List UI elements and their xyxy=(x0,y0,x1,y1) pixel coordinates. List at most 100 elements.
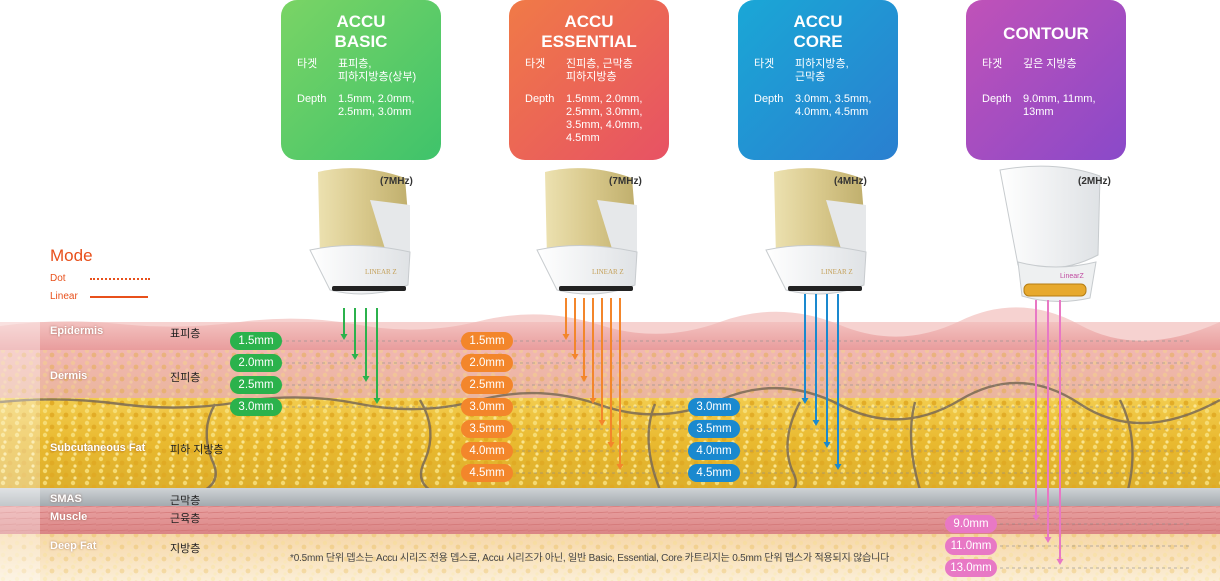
depth-row: Depth 3.0mm, 3.5mm,4.0mm, 4.5mm xyxy=(754,93,895,119)
beam-arrowhead xyxy=(362,376,370,382)
handpiece-logo: LINEAR Z xyxy=(365,268,397,276)
beam-arrowhead xyxy=(562,334,570,340)
beam-arrowhead xyxy=(340,334,348,340)
target-label: 타겟 xyxy=(525,58,546,70)
beam-arrowhead xyxy=(598,420,606,426)
handpiece-body xyxy=(309,244,411,295)
title-line: CORE xyxy=(793,32,843,51)
transducer-tip xyxy=(788,286,862,291)
frequency-label: (4MHz) xyxy=(834,176,867,187)
layer-label-en: Dermis xyxy=(50,370,88,382)
title-line: CONTOUR xyxy=(1003,24,1089,43)
beam-arrowhead xyxy=(823,442,831,448)
handpiece-body xyxy=(765,244,867,295)
layer-label-ko: 근막층 xyxy=(170,495,201,507)
card-title: ACCU CORE xyxy=(738,12,898,52)
handpiece-image: LINEAR Z xyxy=(536,168,638,295)
depth-pill: 1.5mm xyxy=(461,332,513,350)
depth-pill: 13.0mm xyxy=(945,559,997,577)
depth-pill: 4.0mm xyxy=(688,442,740,460)
target-value: 피하지방층(상부) xyxy=(338,71,417,83)
beam-arrowhead xyxy=(616,464,624,470)
mode-title: Mode xyxy=(50,246,93,265)
depth-pill: 3.5mm xyxy=(461,420,513,438)
mode-dot-line xyxy=(90,278,150,280)
layer-label-en: Muscle xyxy=(50,511,88,523)
depth-row: Depth 1.5mm, 2.0mm,2.5mm, 3.0mm,3.5mm, 4… xyxy=(525,93,666,145)
depth-value: 3.5mm, 4.0mm, xyxy=(566,119,643,131)
beam-arrowhead xyxy=(607,442,615,448)
target-row: 타겟 깊은 지방층 xyxy=(982,58,1123,71)
handpiece-image: LinearZ xyxy=(999,165,1101,303)
layer-label-ko: 피하 지방층 xyxy=(170,444,224,456)
depth-label: Depth xyxy=(982,93,1012,105)
title-line: BASIC xyxy=(334,32,388,51)
card-accu-core: ACCU CORE 타겟 피하지방층,근막층 Depth 3.0mm, 3.5m… xyxy=(738,0,898,160)
card-title: ACCU BASIC xyxy=(281,12,441,52)
target-label: 타겟 xyxy=(982,58,1003,70)
beam-arrowhead xyxy=(351,354,359,360)
layer-label-en: SMAS xyxy=(50,493,82,505)
depth-pill: 2.0mm xyxy=(461,354,513,372)
card-accu-basic: ACCU BASIC 타겟 표피층,피하지방층(상부) Depth 1.5mm,… xyxy=(281,0,441,160)
beam-arrowhead xyxy=(1044,537,1052,543)
card-contour: CONTOUR 타겟 깊은 지방층 Depth 9.0mm, 11mm,13mm xyxy=(966,0,1126,160)
depth-value: 9.0mm, 11mm, xyxy=(1023,93,1096,105)
depth-pill: 4.5mm xyxy=(688,464,740,482)
handpiece-logo: LINEAR Z xyxy=(821,268,853,276)
layer-label-ko: 근육층 xyxy=(170,513,201,525)
handpiece-image: LINEAR Z xyxy=(765,168,867,295)
layer-label-en: Epidermis xyxy=(50,325,104,337)
layer-label-ko: 표피층 xyxy=(170,328,201,340)
transducer-tip xyxy=(559,286,633,291)
title-line: ESSENTIAL xyxy=(541,32,637,51)
target-value: 피하지방층, xyxy=(795,58,849,70)
depth-pill: 3.0mm xyxy=(688,398,740,416)
target-row: 타겟 피하지방층,근막층 xyxy=(754,58,895,84)
depth-label: Depth xyxy=(754,93,784,105)
depth-row: Depth 1.5mm, 2.0mm,2.5mm, 3.0mm xyxy=(297,93,438,119)
beam-arrowhead xyxy=(812,420,820,426)
depth-pill: 4.5mm xyxy=(461,464,513,482)
handpiece-body xyxy=(536,244,638,295)
frequency-label: (7MHz) xyxy=(609,176,642,187)
mode-linear-label: Linear xyxy=(50,291,78,302)
card-title: ACCU ESSENTIAL xyxy=(509,12,669,52)
depth-value: 4.5mm xyxy=(566,132,600,144)
transducer-tip xyxy=(1023,283,1087,297)
layer-label-ko: 지방층 xyxy=(170,543,201,555)
mode-dot-label: Dot xyxy=(50,273,66,284)
card-title: CONTOUR xyxy=(966,24,1126,44)
depth-label: Depth xyxy=(525,93,555,105)
layer-label-ko: 진피층 xyxy=(170,372,201,384)
target-label: 타겟 xyxy=(754,58,775,70)
depth-value: 3.0mm, 3.5mm, xyxy=(795,93,872,105)
depth-pill: 2.0mm xyxy=(230,354,282,372)
frequency-label: (2MHz) xyxy=(1078,176,1111,187)
handpiece-logo: LINEAR Z xyxy=(592,268,624,276)
handpiece-side xyxy=(826,200,866,265)
beam-arrowhead xyxy=(801,398,809,404)
depth-pill: 3.5mm xyxy=(688,420,740,438)
target-value: 표피층, xyxy=(338,58,372,70)
title-line: ACCU xyxy=(793,12,843,31)
depth-value: 1.5mm, 2.0mm, xyxy=(338,93,415,105)
frequency-label: (7MHz) xyxy=(380,176,413,187)
target-value: 피하지방층 xyxy=(566,71,617,83)
target-value: 깊은 지방층 xyxy=(1023,58,1077,70)
depth-value: 13mm xyxy=(1023,106,1054,118)
beam-arrowhead xyxy=(589,398,597,404)
beam-arrowhead xyxy=(571,354,579,360)
layer-label-en: Subcutaneous Fat xyxy=(50,442,146,454)
depth-pill: 9.0mm xyxy=(945,515,997,533)
depth-pill: 2.5mm xyxy=(230,376,282,394)
beam-arrowhead xyxy=(373,398,381,404)
beam-arrowhead xyxy=(580,376,588,382)
beam-arrowhead xyxy=(834,464,842,470)
handpiece-image: LINEAR Z xyxy=(309,168,411,295)
beam-arrowhead xyxy=(1032,515,1040,521)
